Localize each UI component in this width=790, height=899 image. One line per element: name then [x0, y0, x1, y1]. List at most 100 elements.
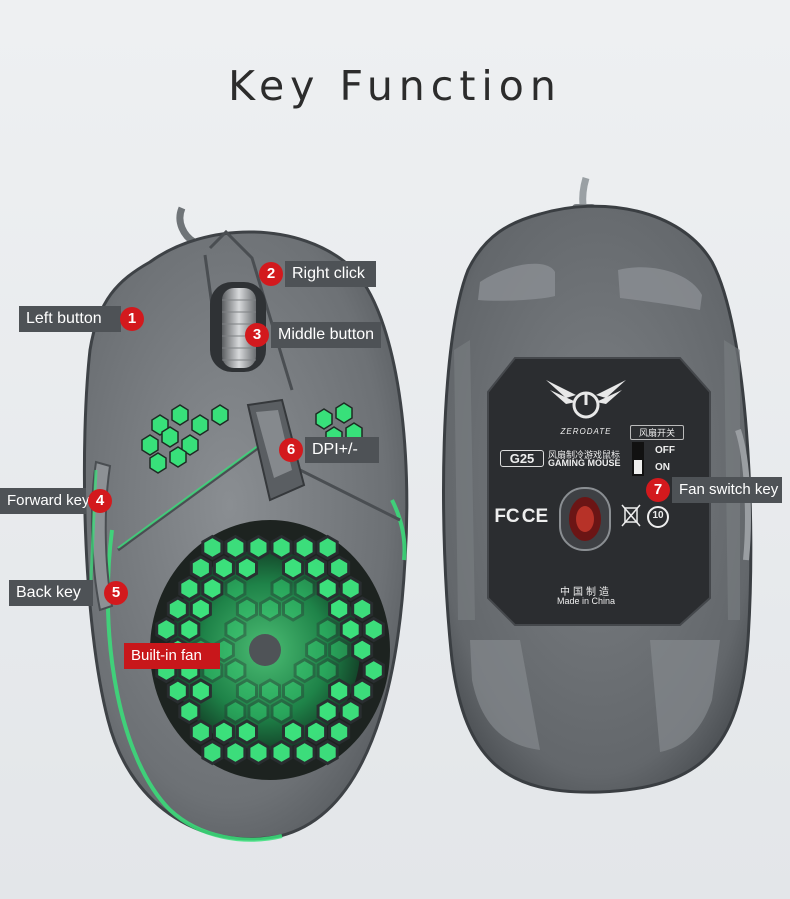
fan-vent-hex — [189, 596, 212, 622]
fan-vent-hex — [316, 698, 339, 725]
label-forward-key: Forward key 4 — [0, 488, 112, 514]
product-name-cn: 风扇制冷游戏鼠标 — [548, 450, 621, 460]
badge-6: 6 — [279, 438, 303, 462]
fan-vent-hex — [282, 555, 305, 581]
badge-4: 4 — [88, 489, 112, 513]
label-middle-button-text: Middle button — [271, 322, 381, 348]
fan-vent-hex — [189, 719, 212, 745]
fan-vent-hex — [235, 555, 258, 581]
fan-vent-hex — [305, 719, 328, 745]
fan-vent-hex — [316, 575, 339, 602]
label-fan-switch-text: Fan switch key — [672, 477, 782, 503]
fan-vent-hex — [316, 657, 339, 684]
fan-vent-hex — [201, 739, 224, 766]
label-left-button-text: Left button — [19, 306, 121, 332]
fan-vent-hex — [316, 739, 339, 766]
fan-vent-hex — [224, 616, 247, 643]
made-in-china-en: Made in China — [556, 596, 616, 606]
fan-vent-hex — [224, 657, 247, 684]
fan-vent-hex — [362, 616, 385, 643]
fan-vent-hex — [328, 555, 351, 581]
fan-vent-hex — [224, 698, 247, 725]
fan-vent-hex — [178, 698, 201, 725]
weee-bin-icon — [621, 504, 641, 527]
fan-vent-hex — [328, 678, 351, 704]
made-in-china-cn: 中国制造 — [560, 587, 612, 598]
fan-vent-hex — [293, 534, 316, 561]
fan-vent-hex — [328, 596, 351, 622]
label-back-key: Back key 5 — [9, 580, 128, 606]
label-dpi: 6 DPI+/- — [279, 437, 379, 463]
mouse-bottom-view — [442, 204, 753, 794]
fan-vent-hex — [293, 657, 316, 684]
fan-vent-hex — [270, 534, 293, 561]
fan-vent-hex — [270, 739, 293, 766]
fc-mark: FC — [494, 506, 520, 527]
label-middle-button: 3 Middle button — [245, 322, 381, 348]
top-mouse-cable — [176, 206, 197, 246]
fan-vent-hex — [362, 657, 385, 684]
fan-vent-hex — [201, 575, 224, 602]
fan-vent-hex — [282, 596, 305, 622]
fan-vent-hex — [224, 534, 247, 561]
switch-off-text: OFF — [655, 445, 675, 456]
fan-vent-hex — [166, 596, 189, 622]
fan-vent-hex — [339, 698, 362, 725]
label-right-click-text: Right click — [285, 261, 376, 287]
badge-3: 3 — [245, 323, 269, 347]
fan-vent-hex — [155, 616, 178, 643]
fan-vent-hex — [235, 719, 258, 745]
label-builtin-fan-text: Built-in fan — [124, 643, 220, 669]
page-title: Key Function — [228, 62, 562, 110]
fan-vent-hex — [270, 698, 293, 725]
bottom-mouse-cable — [579, 176, 590, 207]
rating-number: 10 — [652, 510, 664, 521]
fan-vent-hex — [339, 575, 362, 602]
fan-vent-hex — [259, 596, 281, 622]
fan-vent-hex — [328, 637, 351, 663]
fan-vent-hex — [351, 637, 374, 663]
badge-2: 2 — [259, 262, 283, 286]
ce-mark: CE — [521, 506, 549, 527]
fan-vent-hex — [328, 719, 351, 745]
fan-vent-hex — [351, 678, 374, 704]
fan-vent-hex — [316, 616, 339, 643]
fan-vent-hex — [247, 698, 270, 725]
fan-vent-hex — [178, 616, 201, 643]
fan-vent-hex — [247, 534, 270, 561]
label-back-key-text: Back key — [9, 580, 93, 606]
label-left-button: Left button 1 — [19, 306, 145, 332]
fan-vent-hex — [224, 739, 247, 766]
fan-vent-hex — [305, 555, 328, 581]
fan-vent-hex — [178, 575, 201, 602]
fan-vent-hex — [201, 534, 224, 561]
fan-vent-hex — [293, 575, 316, 602]
fan-vent-hex — [212, 555, 235, 581]
fan-vent-hex — [224, 575, 247, 602]
fan-vent-hex — [189, 555, 212, 581]
fan-vent-hex — [339, 616, 362, 643]
badge-1: 1 — [120, 307, 144, 331]
brand-text: ZERODATE — [560, 427, 612, 436]
fan-vent-hex — [212, 719, 235, 745]
fan-vent-hex — [282, 678, 305, 704]
badge-5: 5 — [104, 581, 128, 605]
zerodate-logo — [546, 380, 626, 419]
switch-on-text: ON — [655, 462, 670, 473]
fan-vent-hex — [351, 596, 374, 622]
fan-vent-hex — [189, 678, 212, 704]
fan-vent-hex — [282, 719, 305, 745]
product-name-en: GAMING MOUSE — [548, 458, 621, 468]
label-forward-key-text: Forward key — [0, 488, 90, 514]
label-right-click: 2 Right click — [259, 261, 376, 287]
fan-switch-cn-text: 风扇开关 — [630, 425, 684, 440]
fan-vent-hex — [259, 678, 281, 704]
fan-vent-hex — [293, 739, 316, 766]
fan-vent-hex — [166, 678, 189, 704]
label-fan-switch: 7 Fan switch key — [646, 477, 782, 503]
rating-circle — [647, 506, 669, 528]
fan-vent-hex — [305, 637, 328, 663]
fan-vent-hex — [235, 678, 258, 704]
fan-vent-hex — [316, 534, 339, 561]
fan-vent-hex — [247, 739, 270, 766]
